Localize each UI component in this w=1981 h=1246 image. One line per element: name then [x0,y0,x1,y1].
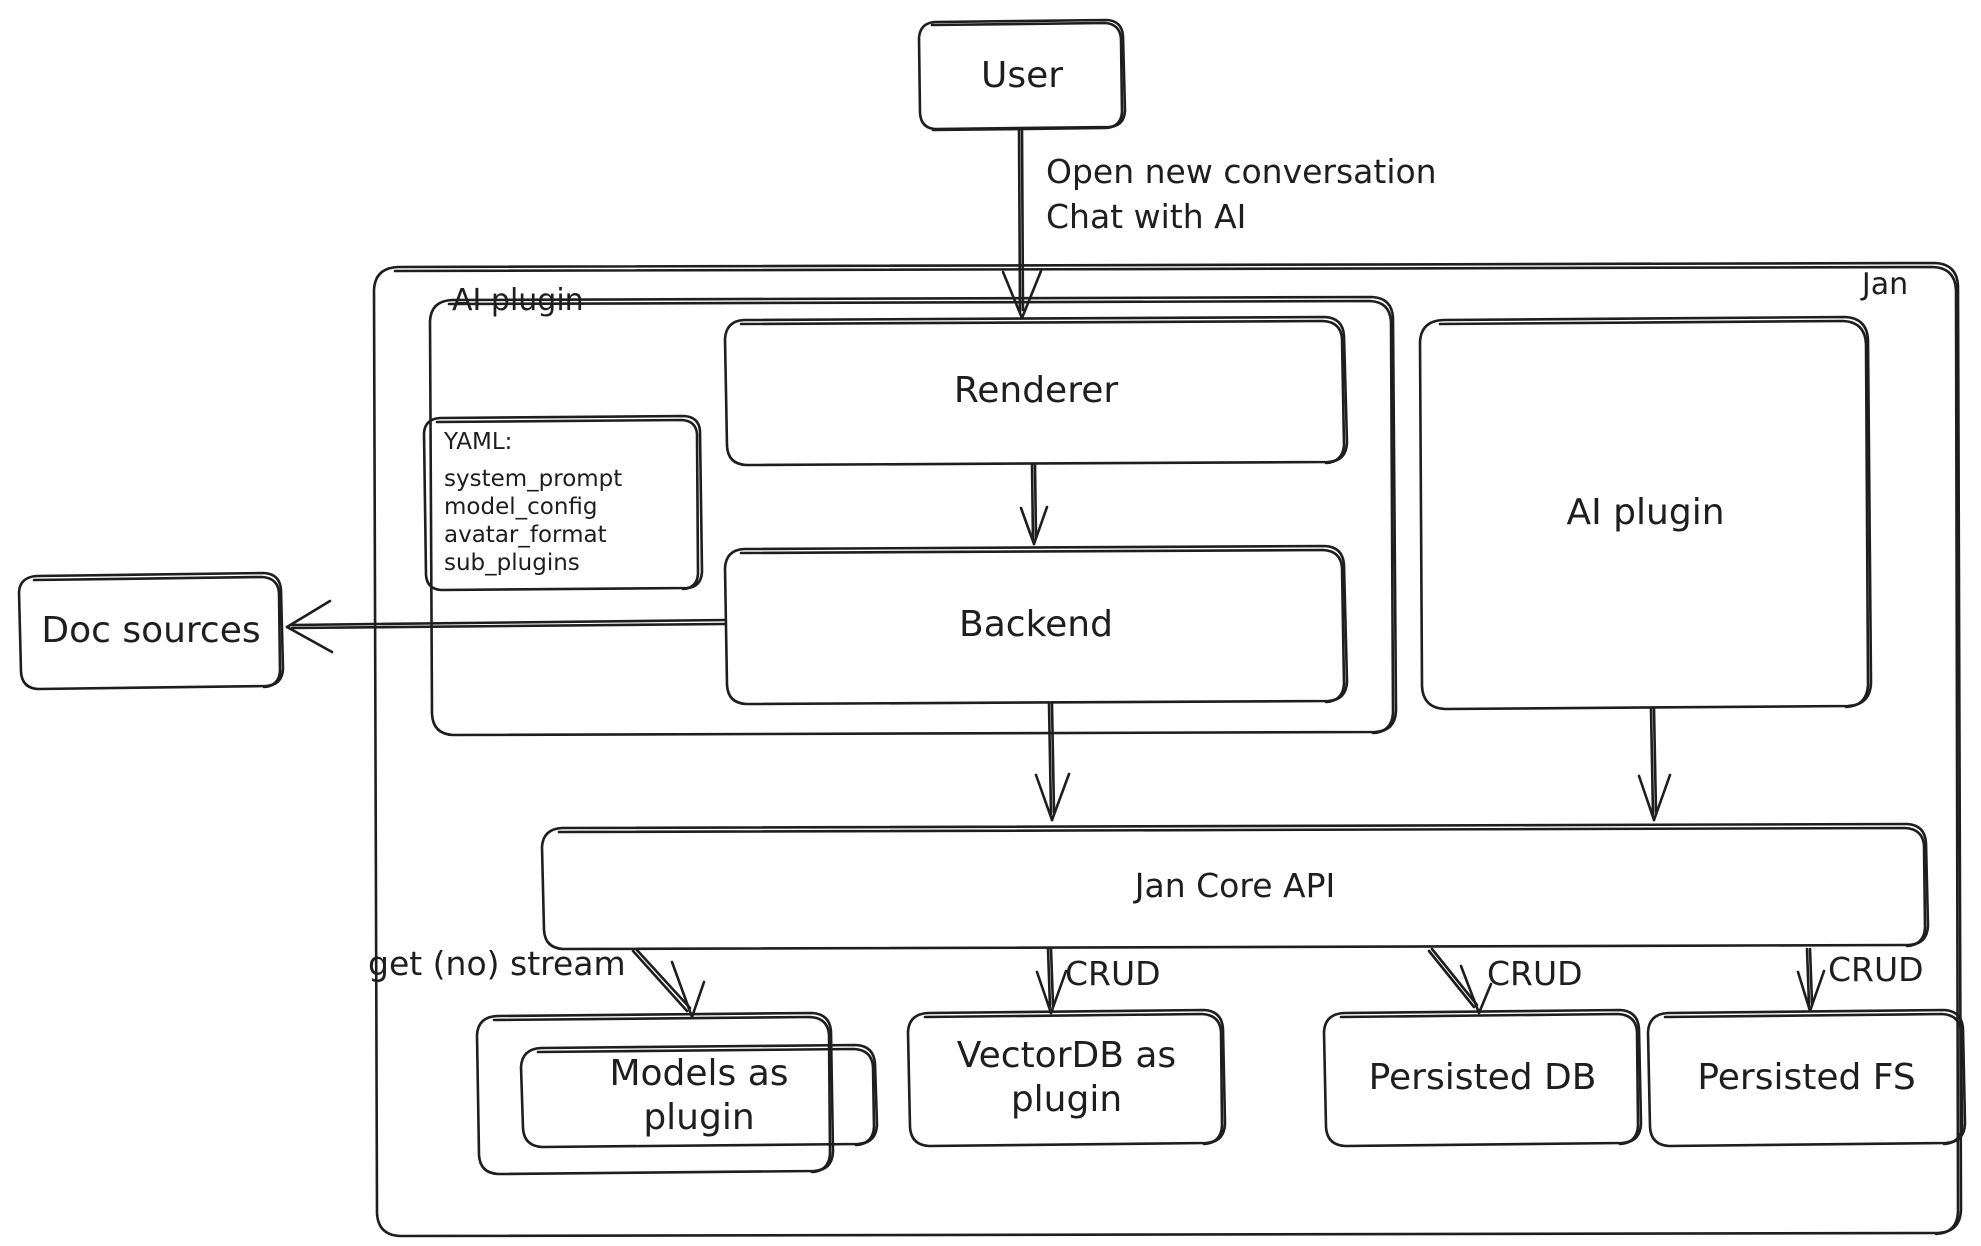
arrow-renderer-to-backend [1019,463,1049,546]
edge-label-core-persistedfs: CRUD [1828,950,1924,989]
edge-label-core-persisteddb: CRUD [1487,954,1583,993]
arrow-backend-to-core [1034,702,1071,822]
user-box-shape[interactable] [917,18,1127,132]
doc-sources-box-shape[interactable] [17,571,285,691]
arrow-core-to-persisted-fs [1796,947,1826,1013]
persisted-fs-label[interactable]: Persisted FS [1697,1057,1916,1099]
arrow-backend-to-doc-sources [285,599,727,654]
jan-container-label: Jan [1861,266,1909,302]
jan-core-api-label[interactable]: Jan Core API [1134,866,1336,906]
vectordb-plugin-box-shape[interactable] [906,1008,1227,1148]
backend-label[interactable]: Backend [959,604,1113,646]
yaml-note-line-3: sub_plugins [444,550,580,577]
models-plugin-label[interactable]: Models as plugin [609,1053,789,1138]
arrow-core-to-vectordb [1035,947,1068,1015]
jan-container-shape [372,261,1963,1238]
arrow-user-to-renderer [1001,128,1043,320]
ai-plugin-group-label: AI plugin [452,283,584,318]
arrow-core-to-persisted-db [1427,947,1493,1015]
arrow-core-to-models [631,947,706,1019]
yaml-note-line-2: avatar_format [444,522,607,549]
persisted-db-box-shape[interactable] [1322,1008,1643,1148]
edge-label-core-models: get (no) stream [368,944,626,983]
renderer-box-shape[interactable] [723,315,1349,467]
edge-label-core-vectordb: CRUD [1065,954,1161,993]
ai-plugin-group-shape [428,295,1398,737]
arrow-aiplugin-to-core [1637,707,1672,822]
vectordb-plugin-label[interactable]: VectorDB as plugin [956,1035,1177,1120]
yaml-note-line-0: system_prompt [444,466,623,493]
doc-sources-label[interactable]: Doc sources [41,610,261,652]
yaml-note-shape [422,414,704,592]
models-plugin-outer-shape [475,1011,835,1176]
user-label[interactable]: User [980,54,1064,96]
backend-box-shape[interactable] [723,544,1349,706]
yaml-note-line-1: model_config [444,494,598,521]
yaml-note: YAML: system_prompt model_config avatar_… [444,428,694,583]
persisted-fs-box-shape[interactable] [1646,1008,1967,1148]
ai-plugin-box-shape[interactable] [1418,315,1873,711]
jan-core-api-box-shape[interactable] [540,822,1930,951]
persisted-db-label[interactable]: Persisted DB [1368,1057,1597,1099]
ai-plugin-box-label[interactable]: AI plugin [1566,492,1725,534]
edge-label-user-renderer: Open new conversation Chat with AI [1046,152,1437,236]
renderer-label[interactable]: Renderer [953,370,1119,412]
models-plugin-box-shape[interactable] [519,1043,879,1149]
yaml-note-title: YAML: [444,429,513,455]
